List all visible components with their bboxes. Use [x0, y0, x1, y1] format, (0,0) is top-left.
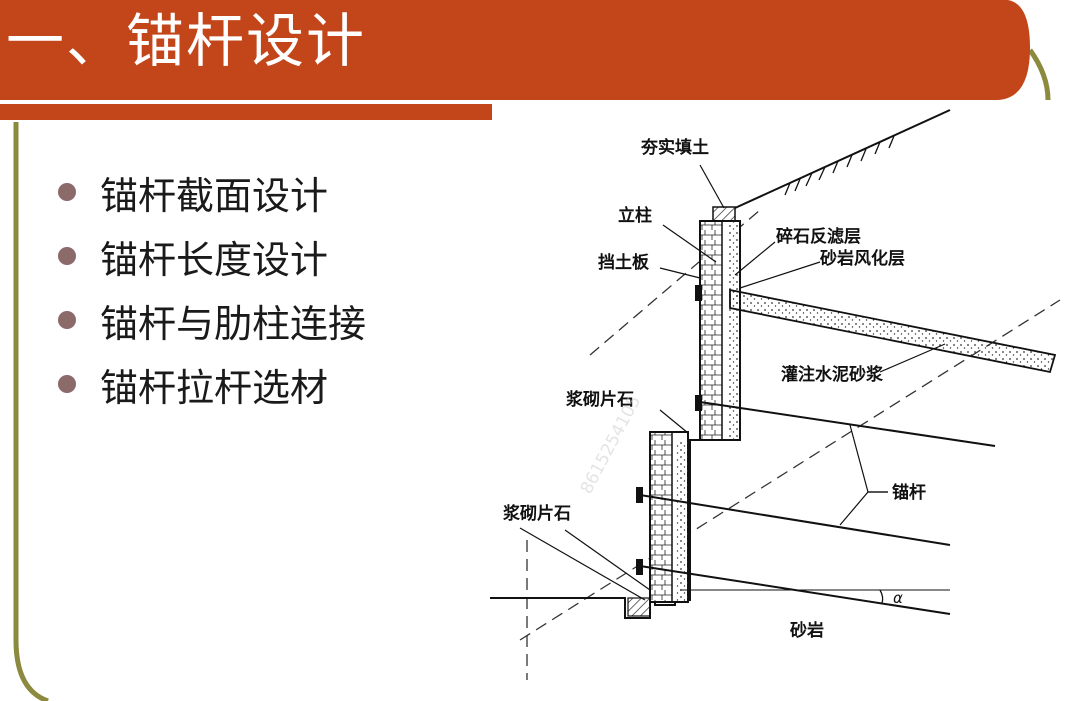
interface-lines — [519, 209, 1061, 680]
frame-right-curve — [1027, 48, 1051, 101]
anchor-wall-diagram: 夯实填土 立柱 挡土板 碎石反滤层 砂岩风化层 灌注水泥砂浆 浆砌片石 锚杆 浆… — [490, 109, 1061, 680]
footing-block — [627, 597, 651, 617]
label-alpha: α — [893, 589, 903, 607]
header-band — [0, 0, 1030, 100]
alpha-arc — [879, 589, 884, 604]
label-column: 立柱 — [618, 205, 652, 226]
bullet-dot-icon — [58, 311, 76, 329]
grouted-anchor — [729, 288, 1057, 374]
label-compacted-fill: 夯实填土 — [640, 137, 709, 158]
bullet-list: 锚杆截面设计 锚杆长度设计 锚杆与肋柱连接 锚杆拉杆选材 — [58, 160, 366, 416]
list-item: 锚杆长度设计 — [58, 224, 366, 288]
bullet-label: 锚杆截面设计 — [100, 173, 329, 218]
list-item: 锚杆截面设计 — [58, 160, 366, 224]
list-item: 锚杆拉杆选材 — [58, 352, 366, 416]
label-anchor-rod: 锚杆 — [892, 482, 926, 503]
label-retaining-plate: 挡土板 — [598, 252, 650, 273]
wall-footing — [490, 597, 689, 619]
bullet-dot-icon — [58, 183, 76, 201]
bullet-label: 锚杆拉杆选材 — [100, 365, 329, 410]
label-sandstone: 砂岩 — [790, 620, 824, 641]
frame-left-line — [13, 122, 49, 701]
bullet-label: 锚杆与肋柱连接 — [100, 301, 367, 346]
leader-lines — [519, 164, 946, 601]
bullet-label: 锚杆长度设计 — [100, 237, 329, 282]
upper-wall — [699, 206, 741, 441]
label-cement-grout: 灌注水泥砂浆 — [781, 364, 884, 385]
ground-surface — [734, 109, 951, 209]
bullet-dot-icon — [58, 375, 76, 393]
lower-wall — [649, 431, 689, 603]
bullet-dot-icon — [58, 247, 76, 265]
label-masonry-lower: 浆砌片石 — [503, 503, 571, 524]
label-gravel-filter: 碎石反滤层 — [776, 226, 861, 247]
page-title: 一、锚杆设计 — [6, 7, 367, 75]
diagram-labels: 夯实填土 立柱 挡土板 碎石反滤层 砂岩风化层 灌注水泥砂浆 浆砌片石 锚杆 浆… — [503, 137, 926, 641]
anchor-rods — [636, 285, 996, 615]
header-underline — [0, 104, 492, 120]
label-masonry-upper: 浆砌片石 — [566, 389, 634, 410]
label-weathered-sandstone: 砂岩风化层 — [820, 248, 905, 269]
list-item: 锚杆与肋柱连接 — [58, 288, 366, 352]
